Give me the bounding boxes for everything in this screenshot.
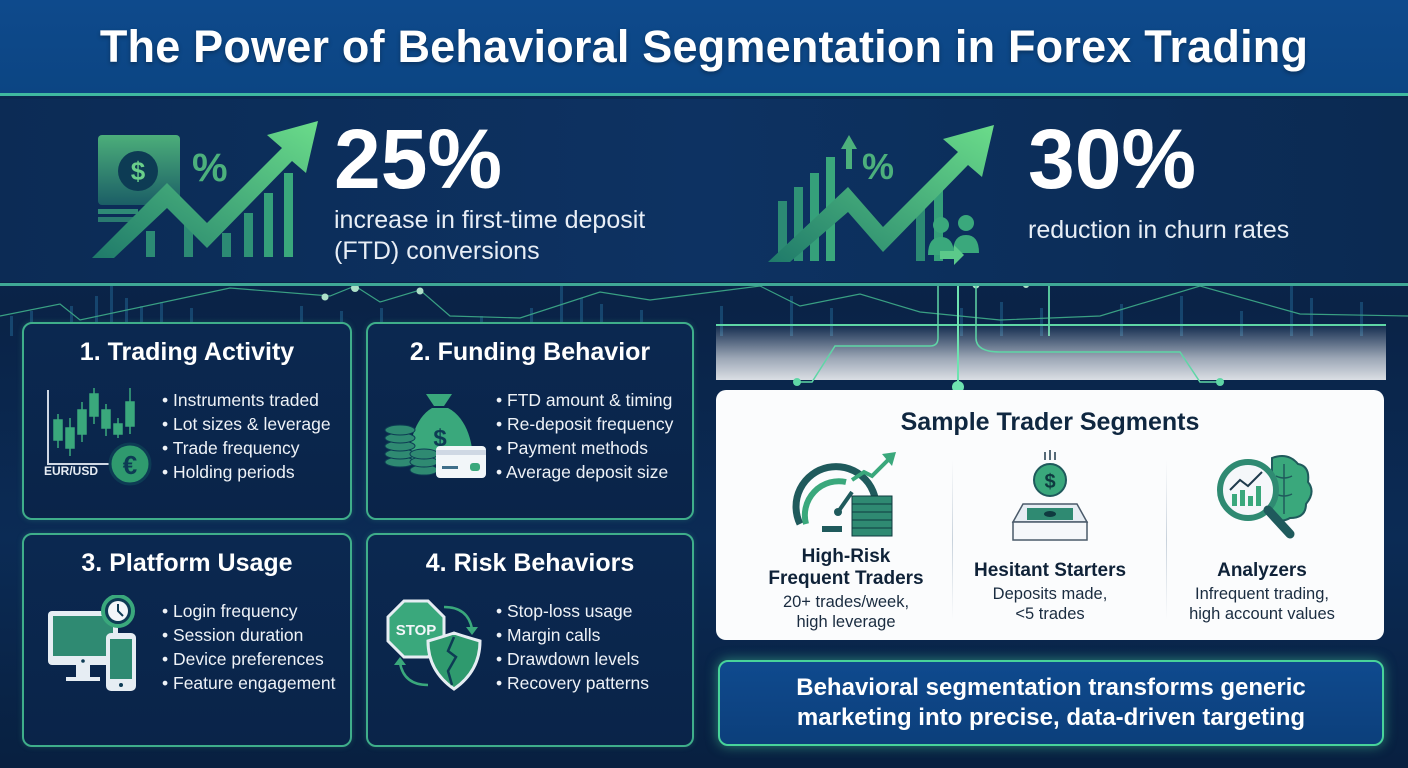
- card-title: 1. Trading Activity: [79, 338, 295, 366]
- stat-churn-description-line1: reduction in churn rates: [1028, 216, 1290, 244]
- svg-text:$: $: [131, 156, 146, 186]
- list-item: FTD amount & timing: [496, 388, 673, 412]
- svg-text:%: %: [862, 146, 894, 187]
- stats-band: $ % 25% increase in first-time deposit (…: [0, 99, 1408, 282]
- list-item: Instruments traded: [162, 388, 331, 412]
- conclusion-line1: Behavioral segmentation transforms gener…: [796, 674, 1306, 701]
- card-list: Stop-loss usage Margin calls Drawdown le…: [496, 599, 649, 695]
- list-item: Trade frequency: [162, 436, 331, 460]
- stat-ftd-description-line1: increase in first-time deposit: [334, 206, 646, 234]
- segment-desc-line2: high leverage: [796, 613, 896, 631]
- list-item: Stop-loss usage: [496, 599, 649, 623]
- speedometer-cash-icon: [792, 452, 896, 537]
- segments-title: Sample Trader Segments: [900, 408, 1200, 436]
- segment-name-line2: Frequent Traders: [768, 568, 924, 589]
- magnifier-brain-icon: [1217, 455, 1313, 539]
- segment-divider: [1166, 460, 1167, 620]
- list-item: Drawdown levels: [496, 647, 649, 671]
- card-funding-behavior: 2. Funding Behavior $ FTD amount & timin…: [366, 322, 694, 520]
- svg-text:$: $: [433, 425, 447, 452]
- segment-name-line1: Analyzers: [1217, 560, 1307, 581]
- card-risk-behaviors: 4. Risk Behaviors STOP Stop-loss usage M…: [366, 533, 694, 747]
- segment-high-risk: High-Risk Frequent Traders 20+ trades/we…: [736, 450, 956, 632]
- segment-analyzers: Analyzers Infrequent trading, high accou…: [1152, 450, 1372, 630]
- money-growth-chart-icon: $ %: [92, 121, 318, 258]
- card-list: FTD amount & timing Re-deposit frequency…: [496, 388, 673, 484]
- list-item: Holding periods: [162, 460, 331, 484]
- card-title: 4. Risk Behaviors: [425, 549, 635, 577]
- stat-ftd-description-line2: (FTD) conversions: [334, 237, 540, 266]
- segment-hesitant-starters: $ Hesitant Starters Deposits made, <5 tr…: [940, 450, 1160, 630]
- list-item: Session duration: [162, 623, 335, 647]
- list-item: Login frequency: [162, 599, 335, 623]
- list-item: Device preferences: [162, 647, 335, 671]
- eur-usd-label: EUR/USD: [44, 464, 99, 478]
- svg-text:%: %: [192, 146, 228, 190]
- segment-divider: [952, 460, 953, 620]
- list-item: Payment methods: [496, 436, 673, 460]
- page-title: The Power of Behavioral Segmentation in …: [99, 20, 1309, 72]
- circuit-connector-decoration: [793, 286, 1224, 390]
- money-bag-coins-card-icon: $: [384, 394, 486, 478]
- stat-ftd-description: increase in first-time deposit (FTD) con…: [334, 205, 645, 268]
- segment-name-line1: Hesitant Starters: [973, 560, 1127, 581]
- list-item: Average deposit size: [496, 460, 673, 484]
- card-trading-activity: 1. Trading Activity € EUR/USD Instrument…: [22, 322, 352, 520]
- segment-desc-line2: high account values: [1189, 605, 1335, 623]
- card-list: Login frequency Session duration Device …: [162, 599, 335, 695]
- svg-text:$: $: [1044, 471, 1055, 493]
- stat-churn: % 30% reduction in churn rates: [700, 99, 1408, 282]
- segment-description: 20+ trades/week, high leverage: [736, 592, 956, 632]
- segment-description: Infrequent trading, high account values: [1152, 584, 1372, 624]
- segment-desc-line1: 20+ trades/week,: [782, 593, 910, 611]
- card-title: 3. Platform Usage: [81, 549, 293, 577]
- stat-ftd-value: 25%: [334, 112, 503, 206]
- stop-sign-shield-icon: STOP: [386, 599, 482, 691]
- segment-name-line1: High-Risk: [801, 546, 891, 567]
- stat-churn-value: 30%: [1028, 112, 1197, 206]
- list-item: Feature engagement: [162, 671, 335, 695]
- segment-desc-line2: <5 trades: [1015, 605, 1085, 623]
- list-item: Re-deposit frequency: [496, 412, 673, 436]
- page-header: The Power of Behavioral Segmentation in …: [0, 0, 1408, 96]
- sample-segments-panel: Sample Trader Segments High-Risk Frequen…: [716, 390, 1384, 640]
- section-divider: [0, 283, 1408, 286]
- segment-name: Hesitant Starters: [940, 560, 1160, 582]
- card-list: Instruments traded Lot sizes & leverage …: [162, 388, 331, 484]
- card-platform-usage: 3. Platform Usage Login frequency Sessio…: [22, 533, 352, 747]
- list-item: Margin calls: [496, 623, 649, 647]
- svg-text:€: €: [123, 450, 137, 480]
- conclusion-text: Behavioral segmentation transforms gener…: [796, 673, 1305, 733]
- candlestick-euro-icon: €: [47, 388, 152, 486]
- coin-deposit-icon: $: [1011, 450, 1089, 541]
- stat-ftd: $ % 25% increase in first-time deposit (…: [0, 99, 700, 282]
- conclusion-line2: marketing into precise, data-driven targ…: [796, 704, 1306, 731]
- segment-desc-line1: Deposits made,: [992, 585, 1108, 603]
- list-item: Recovery patterns: [496, 671, 649, 695]
- svg-text:STOP: STOP: [396, 622, 437, 639]
- growth-chart-users-icon: %: [768, 125, 994, 265]
- card-title: 2. Funding Behavior: [409, 338, 651, 366]
- segment-name: Analyzers: [1152, 560, 1372, 582]
- stat-churn-description: reduction in churn rates: [1028, 215, 1289, 246]
- conclusion-banner: Behavioral segmentation transforms gener…: [718, 660, 1384, 746]
- segment-name: High-Risk Frequent Traders: [736, 546, 956, 590]
- list-item: Lot sizes & leverage: [162, 412, 331, 436]
- segment-desc-line1: Infrequent trading,: [1195, 585, 1329, 603]
- segment-description: Deposits made, <5 trades: [940, 584, 1160, 624]
- desktop-mobile-clock-icon: [48, 595, 136, 691]
